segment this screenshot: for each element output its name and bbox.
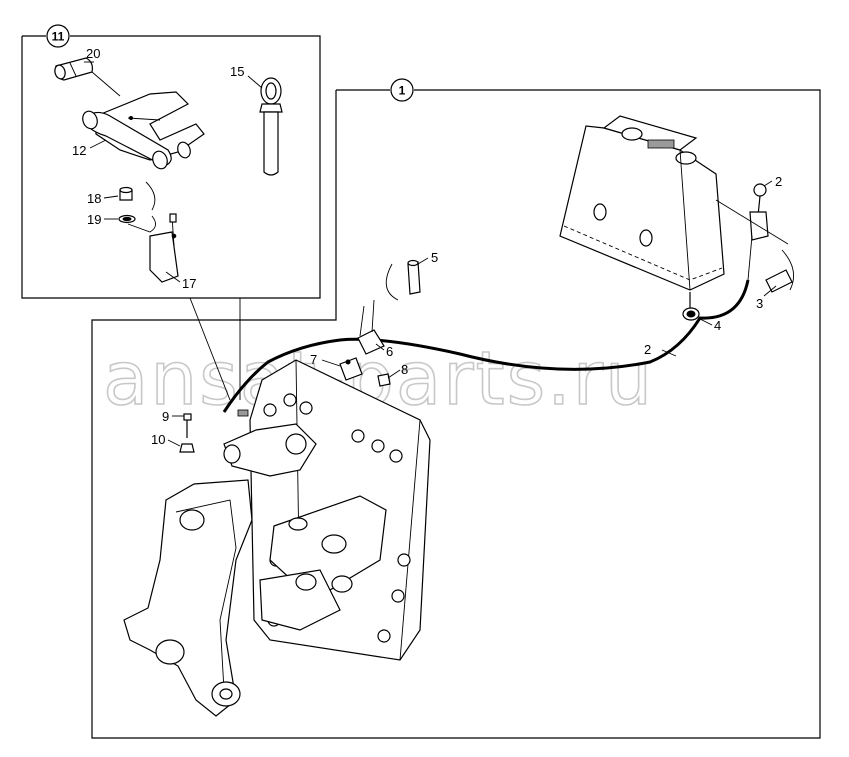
callout-5: 5 bbox=[431, 250, 438, 265]
callout-3: 3 bbox=[756, 296, 763, 311]
callout-10: 10 bbox=[151, 432, 165, 447]
main-view-frame: 1 bbox=[91, 78, 821, 739]
callout-15: 15 bbox=[230, 64, 244, 79]
callout-6: 6 bbox=[386, 344, 393, 359]
callout-2-cable: 2 bbox=[644, 342, 651, 357]
hitch-assembly bbox=[123, 359, 431, 717]
callout-20: 20 bbox=[86, 46, 100, 61]
callout-12: 12 bbox=[72, 143, 86, 158]
callout-2-lever: 2 bbox=[775, 174, 782, 189]
nut-part-8 bbox=[377, 373, 391, 387]
lever-part-2 bbox=[715, 183, 789, 281]
bolt-part-9 bbox=[183, 413, 192, 438]
callout-7: 7 bbox=[310, 352, 317, 367]
main-view-badge-text: 1 bbox=[399, 84, 406, 98]
clamp-part-7 bbox=[339, 357, 363, 381]
cab-support-console bbox=[559, 115, 725, 291]
main-view-badge bbox=[390, 78, 414, 102]
callout-9: 9 bbox=[162, 409, 169, 424]
cable-bracket-part-6 bbox=[357, 299, 385, 355]
pin-part-20 bbox=[54, 57, 121, 97]
clip-part-17 bbox=[127, 181, 179, 283]
grommet-part-4 bbox=[682, 307, 700, 321]
washer-part-19 bbox=[118, 214, 136, 224]
screw-part-18 bbox=[119, 186, 133, 201]
callout-8: 8 bbox=[401, 362, 408, 377]
callout-17: 17 bbox=[182, 276, 196, 291]
detail-view-badge-text: 11 bbox=[52, 30, 65, 44]
control-cable bbox=[222, 279, 750, 413]
callout-4: 4 bbox=[714, 318, 721, 333]
bolt-part-5 bbox=[385, 259, 421, 301]
pin-part-3 bbox=[765, 249, 795, 293]
leader-detail-left bbox=[189, 297, 231, 401]
detail-view-frame: 11 bbox=[21, 24, 321, 299]
detail-view-badge bbox=[46, 24, 70, 48]
bracket-part-12 bbox=[82, 91, 205, 170]
callout-19: 19 bbox=[87, 212, 101, 227]
eye-pin-part-15 bbox=[259, 77, 283, 176]
callout-18: 18 bbox=[87, 191, 101, 206]
callout-leaders bbox=[84, 61, 777, 447]
nut-part-10 bbox=[179, 443, 195, 453]
